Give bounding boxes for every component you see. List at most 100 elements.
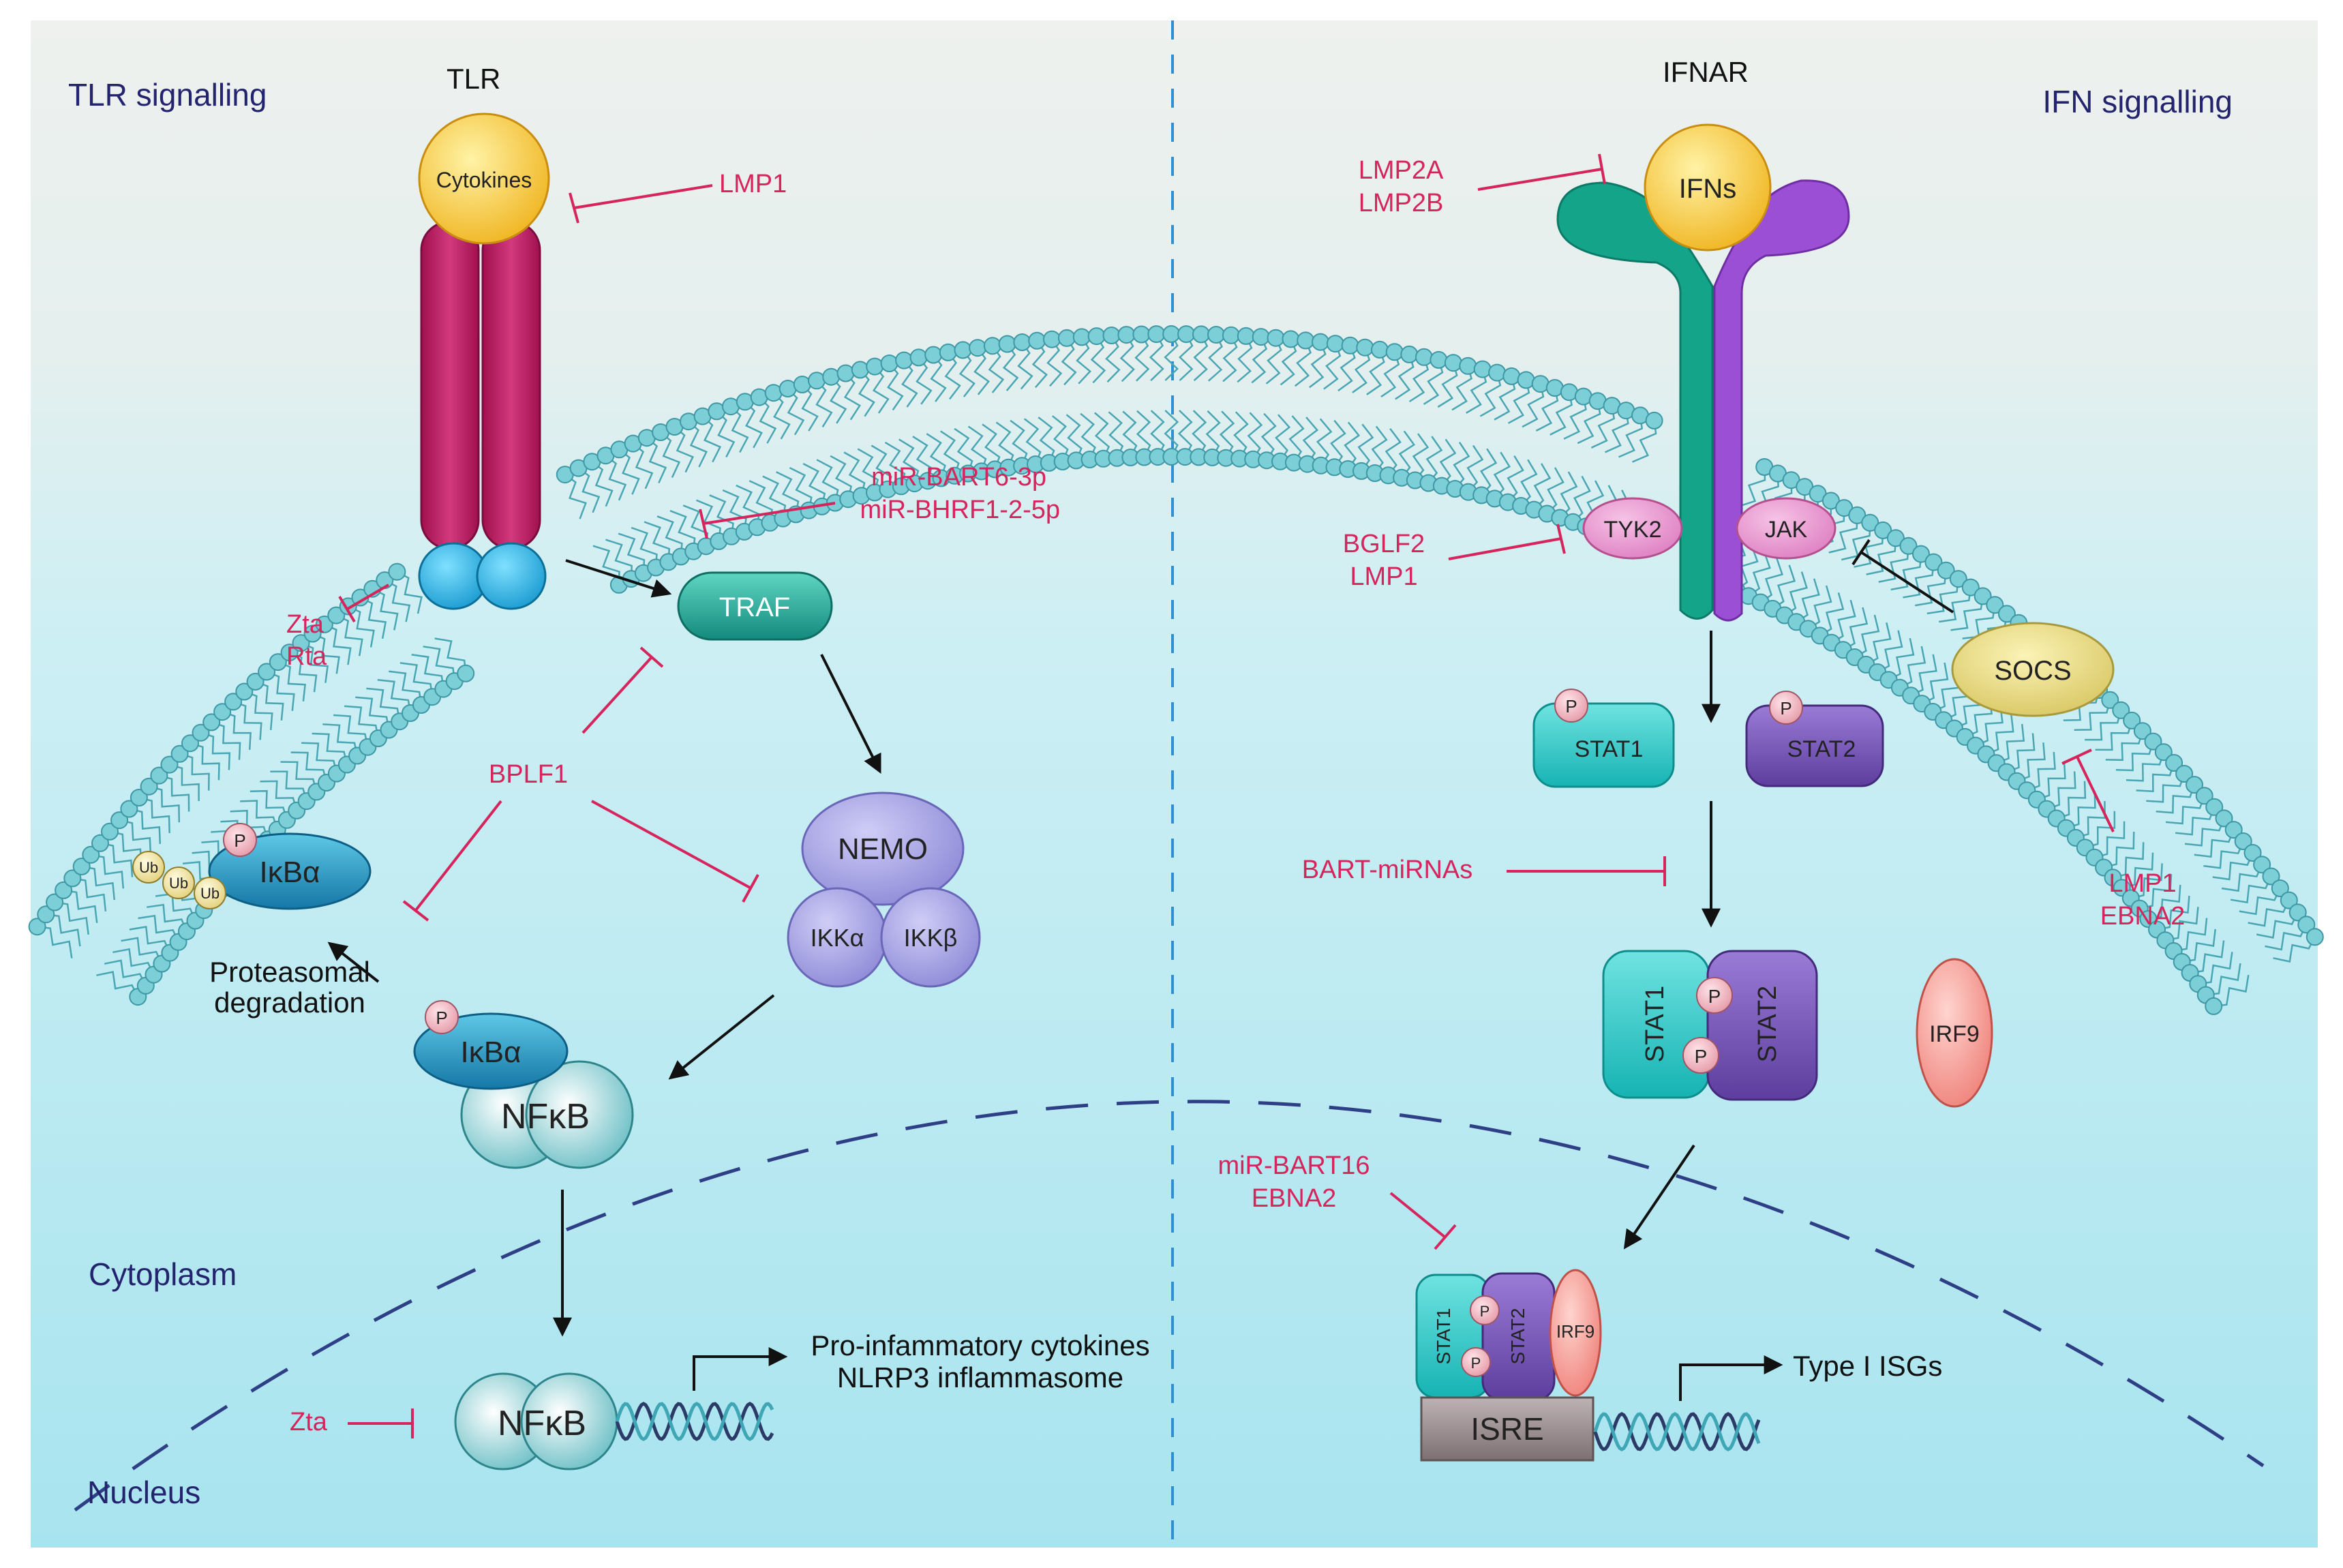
rta-inhibitor-label: Rta: [286, 642, 327, 671]
bplf1-label: BPLF1: [489, 760, 568, 789]
degradation-label: degradation: [214, 986, 365, 1019]
ifn-signalling-header: IFN signalling: [2042, 84, 2233, 119]
stat1-phospho-label: P: [1565, 696, 1577, 717]
lmp1-inhibition-line: [569, 184, 713, 224]
dna-helix-right: [1593, 1412, 1761, 1451]
ub-label-2: Ub: [169, 875, 188, 892]
bglf2-inhibition-line: [1448, 524, 1566, 560]
lmp1-inhibitor-label: LMP1: [719, 170, 787, 198]
phospho-top-label: P: [234, 830, 245, 851]
lmp2a-label: LMP2A: [1359, 156, 1444, 185]
tlr-to-traf-arrow: [565, 559, 672, 598]
dimer-phospho-2: P: [1695, 1046, 1708, 1067]
bplf1-to-ikk-line: [591, 800, 759, 903]
ifnar-label: IFNAR: [1663, 56, 1749, 88]
bglf2-label: BGLF2: [1343, 530, 1425, 558]
mir-bart6-label: miR-BART6-3p: [871, 463, 1046, 492]
socs-label: SOCS: [1994, 656, 2071, 686]
lmp1-tyk-label: LMP1: [1350, 562, 1417, 591]
ub-ikba-complex: IκBα P Ub Ub Ub: [132, 823, 372, 910]
isgf3-complex: STAT1 STAT2 IRF9 P P: [1415, 1269, 1602, 1402]
zta-nuclear-inhibition-line: [348, 1408, 414, 1438]
stat-dimer: STAT1 STAT2 P P: [1602, 950, 1818, 1101]
zta-nuclear-label: Zta: [290, 1408, 328, 1436]
plasma-membrane: [28, 325, 2324, 1015]
nucleus-label: Nucleus: [87, 1475, 200, 1510]
irf9-label: IRF9: [1929, 1021, 1980, 1047]
jak-kinase: JAK: [1736, 497, 1836, 560]
transcription-arrow-right: [1679, 1355, 1783, 1401]
ikk-beta-label: IKKβ: [904, 924, 958, 952]
type-isgs-label: Type I ISGs: [1793, 1350, 1942, 1382]
ebna2-socs-label: EBNA2: [2100, 902, 2186, 931]
stat2-phospho: STAT2 P: [1745, 691, 1884, 787]
irf9-isgf3-label: IRF9: [1556, 1321, 1594, 1342]
bart-mirnas-label: BART-miRNAs: [1302, 856, 1473, 884]
stat1-dimer-label: STAT1: [1641, 986, 1669, 1063]
irf9-protein: IRF9: [1916, 958, 1993, 1108]
bplf1-to-traf-line: [581, 646, 664, 734]
tlr-receptor: [418, 220, 547, 610]
cytokines-label: Cytokines: [436, 168, 532, 192]
stat2-phospho-label: P: [1780, 698, 1792, 719]
nfkb-nuclear: NFκB: [454, 1372, 618, 1471]
lmp1-socs-inhibition-line: [2061, 749, 2115, 832]
nlrp3-label: NLRP3 inflammasome: [837, 1361, 1123, 1393]
ub-label-1: Ub: [139, 859, 158, 876]
isre-label: ISRE: [1470, 1411, 1543, 1447]
isre-element: ISRE: [1420, 1396, 1594, 1462]
socs-inhibition-line: [1851, 539, 1954, 614]
tyk2-label: TYK2: [1603, 517, 1661, 543]
stat1-isgf3-label: STAT1: [1433, 1308, 1454, 1365]
dna-helix-left: [615, 1402, 774, 1441]
ifns-label: IFNs: [1679, 174, 1736, 204]
tlr-label: TLR: [447, 63, 500, 95]
mir-bhrf1-label: miR-BHRF1-2-5p: [860, 496, 1060, 524]
pro-inflammatory-label: Pro-infammatory cytokines: [811, 1329, 1149, 1361]
nemo-ikk-complex: NEMO IKKα IKKβ: [787, 791, 981, 988]
stat2-label: STAT2: [1787, 736, 1856, 762]
proteasomal-label: Proteasomal: [209, 956, 370, 988]
tyk2-kinase: TYK2: [1582, 497, 1683, 560]
dimer-to-nucleus-arrow: [1623, 1144, 1695, 1250]
nemo-label: NEMO: [838, 832, 928, 866]
tlr-signalling-header: TLR signalling: [68, 77, 267, 112]
stat1-label: STAT1: [1575, 736, 1644, 762]
lmp2-inhibition-line: [1477, 153, 1606, 191]
lmp2b-label: LMP2B: [1359, 189, 1444, 217]
zta-rta-inhibition-line: [338, 584, 390, 623]
nfkb-nuclear-label: NFκB: [498, 1404, 586, 1443]
ikba-top-label: IκBα: [259, 856, 320, 889]
ikba-bottom-label: IκBα: [460, 1036, 521, 1069]
transcription-arrow-left: [693, 1347, 788, 1391]
jak-label: JAK: [1765, 517, 1808, 543]
bart-mirnas-inhibition-line: [1507, 856, 1666, 886]
isgf3-phospho-1: P: [1480, 1303, 1490, 1320]
ikba-nfkb-complex: NFκB IκBα P: [413, 1000, 634, 1169]
traf-label: TRAF: [719, 592, 790, 622]
bplf1-to-ikba-line: [402, 800, 502, 922]
zta-inhibitor-label: Zta: [286, 610, 324, 639]
lmp1-socs-label: LMP1: [2108, 869, 2176, 898]
degradation-arrow: [327, 941, 380, 983]
ifnar-receptor: [1556, 179, 1850, 622]
phospho-bottom-label: P: [436, 1008, 447, 1028]
stat2-dimer-label: STAT2: [1753, 986, 1782, 1063]
ub-label-3: Ub: [200, 885, 220, 902]
stat2-isgf3-label: STAT2: [1507, 1308, 1528, 1365]
nfkb-cyto-label: NFκB: [501, 1097, 590, 1136]
isgf3-phospho-2: P: [1471, 1355, 1481, 1372]
traf-to-nemo-arrow: [820, 654, 881, 774]
stat1-phospho: STAT1 P: [1532, 689, 1675, 788]
cell-area: [31, 20, 2318, 1548]
cytokines-ligand: Cytokines: [418, 112, 550, 245]
mir-bart6-inhibition-line: [699, 502, 836, 539]
socs-protein: SOCS: [1951, 622, 2115, 717]
mir-bart16-inhibition-line: [1389, 1192, 1457, 1250]
ikk-alpha-label: IKKα: [811, 924, 864, 952]
traf-protein: TRAF: [677, 571, 833, 641]
ebna2-nuclear-label: EBNA2: [1252, 1184, 1337, 1213]
mir-bart16-label: miR-BART16: [1218, 1151, 1370, 1180]
